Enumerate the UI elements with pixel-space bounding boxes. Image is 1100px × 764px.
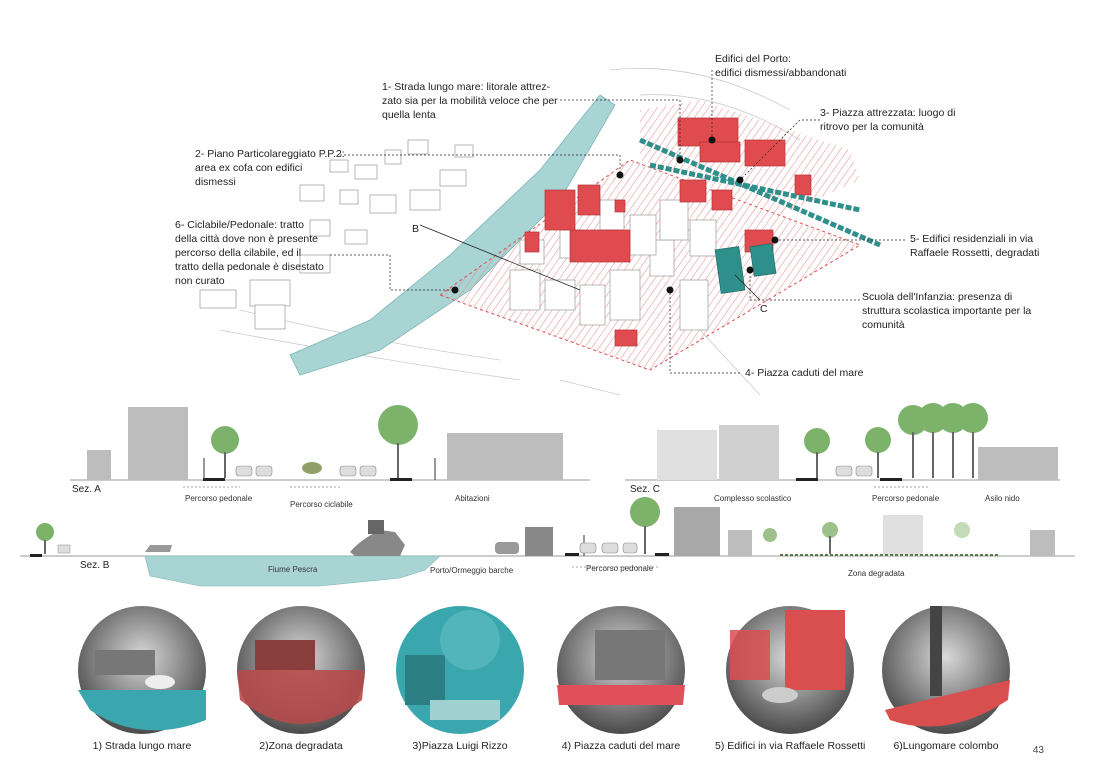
photo-2 xyxy=(237,606,365,734)
section-a-note: Percorso pedonale xyxy=(185,494,253,503)
section-a-label: Sez. A xyxy=(72,484,101,495)
photo-5 xyxy=(726,606,854,734)
sections-drawing xyxy=(20,403,1075,587)
section-b-note: Fiume Pescra xyxy=(268,565,318,574)
section-c-note: Complesso scolastico xyxy=(714,494,792,503)
page-number: 43 xyxy=(1032,745,1044,756)
section-c-label: Sez. C xyxy=(630,484,661,495)
photo-caption: 1) Strada lungo mare xyxy=(92,740,192,752)
photo-6 xyxy=(882,606,1010,734)
marker-b: B xyxy=(412,223,420,235)
axonometric-map xyxy=(199,67,905,396)
annotation-edifici-residenziali: 5- Edifici residenziali in via Raffaele … xyxy=(910,233,1040,259)
section-c-note: Percorso pedonale xyxy=(872,494,940,503)
photo-caption: 4) Piazza caduti del mare xyxy=(561,740,681,752)
annotation-title: Edifici del Porto: xyxy=(715,53,791,65)
photo-3 xyxy=(396,606,524,734)
leader-lines xyxy=(330,70,905,374)
annotation-piazza-attrezzata: 3- Piazza attrezzata: luogo di ritrovo p… xyxy=(820,107,956,133)
photo-4 xyxy=(557,606,685,734)
annotation-piano-particolareggiato: 2- Piano Particolareggiato P.P.2: area e… xyxy=(195,148,345,188)
annotation-edifici-porto: Edifici del Porto: edifici dismessi/abba… xyxy=(715,52,846,80)
section-b-note: Percorso pedonale xyxy=(586,564,654,573)
photo-caption: 6)Lungomare colombo xyxy=(893,740,999,752)
annotation-text: edifici dismessi/abbandonati xyxy=(715,67,847,79)
section-b-note: Zona degradata xyxy=(848,569,905,578)
annotation-piazza-caduti: 4- Piazza caduti del mare xyxy=(745,367,864,379)
annotation-strada-lungomare: 1- Strada lungo mare: litorale attrez-za… xyxy=(382,81,558,121)
section-c-note: Asilo nido xyxy=(985,494,1020,503)
photo-caption: 5) Edifici in via Raffaele Rossetti xyxy=(715,740,866,752)
section-lines xyxy=(419,224,761,301)
marker-c: C xyxy=(760,303,768,315)
city-blocks-left xyxy=(199,139,474,330)
photo-caption: 2)Zona degradata xyxy=(259,740,343,752)
photo-caption: 3)Piazza Luigi Rizzo xyxy=(412,740,508,752)
trees-a xyxy=(211,405,418,479)
section-a-note: Abitazioni xyxy=(455,494,490,503)
section-b xyxy=(20,497,1075,587)
section-a-note: Percorso ciclabile xyxy=(290,500,353,509)
section-b-label: Sez. B xyxy=(80,560,110,571)
annotation-ciclabile-pedonale: 6- Ciclabile/Pedonale: tratto della citt… xyxy=(175,219,324,287)
section-b-note: Porto/Ormeggio barche xyxy=(430,566,514,575)
buildings-white xyxy=(509,199,717,331)
photo-1 xyxy=(78,606,206,734)
leader-dots xyxy=(451,136,779,294)
section-c xyxy=(625,403,1060,488)
buildings-red xyxy=(524,117,812,347)
section-a xyxy=(70,405,590,488)
annotation-scuola-infanzia: Scuola dell'Infanzia: presenza di strutt… xyxy=(862,291,1032,331)
river xyxy=(289,94,616,376)
